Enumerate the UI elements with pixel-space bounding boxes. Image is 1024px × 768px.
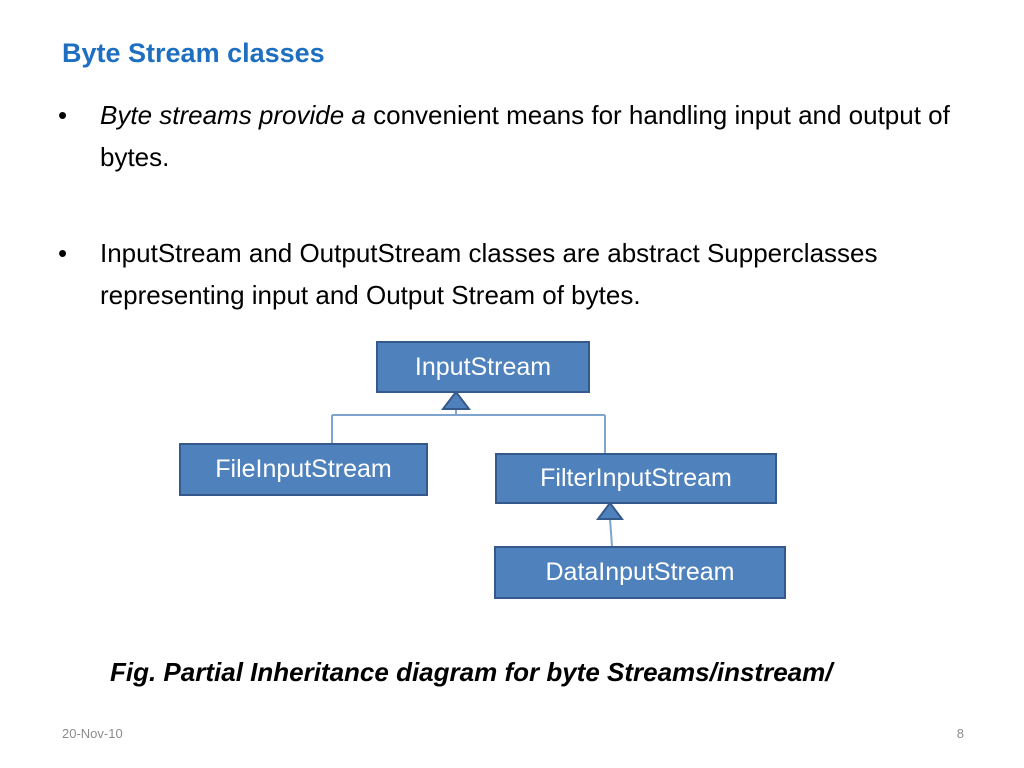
bullet-item: • InputStream and OutputStream classes a… <box>56 232 986 316</box>
bullet-body-text: InputStream and OutputStream classes are… <box>100 238 878 310</box>
figure-caption: Fig. Partial Inheritance diagram for byt… <box>110 657 833 687</box>
bullet-text: InputStream and OutputStream classes are… <box>100 238 878 310</box>
bullet-marker: • <box>58 100 68 130</box>
footer-date: 20-Nov-10 <box>62 726 123 741</box>
bullet-body-text: convenient means for handling input and … <box>100 100 950 172</box>
bullet-italic-text: Byte streams provide a <box>100 100 366 130</box>
bullet-marker: • <box>58 238 68 268</box>
bullet-text: Byte streams provide a convenient means … <box>100 100 950 172</box>
connector-to-datainputstream <box>609 518 613 547</box>
bullet-item: • Byte streams provide a convenient mean… <box>56 94 986 178</box>
class-node-datainputstream: DataInputStream <box>494 546 786 599</box>
page-number: 8 <box>956 726 964 741</box>
class-node-fileinputstream: FileInputStream <box>179 443 428 496</box>
inheritance-arrow-icon <box>596 501 624 520</box>
class-node-inputstream: InputStream <box>376 341 590 393</box>
slide-title: Byte Stream classes <box>62 38 325 68</box>
bullet-list: • Byte streams provide a convenient mean… <box>56 94 986 316</box>
inheritance-arrow-icon <box>440 390 472 410</box>
class-node-filterinputstream: FilterInputStream <box>495 453 777 504</box>
